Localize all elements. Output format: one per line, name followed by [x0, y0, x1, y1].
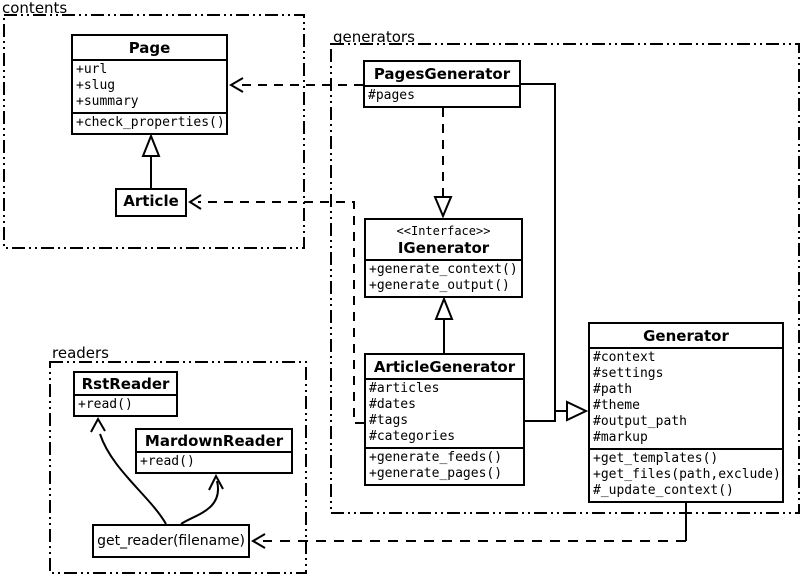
method: #_update_context(): [593, 483, 734, 498]
method: +check_properties(): [76, 115, 225, 130]
attribute: #categories: [369, 429, 456, 444]
attribute: #output_path: [593, 414, 687, 429]
method: +read(): [78, 397, 133, 412]
class-rstreader-methods: +read(): [75, 394, 176, 415]
class-markdownreader: MardownReader +read(): [135, 428, 293, 474]
class-generator-methods: +get_templates() +get_files(path,exclude…: [590, 448, 782, 501]
edge-articlegenerator-to-article-dependency: [188, 194, 364, 424]
method: +generate_output(): [369, 278, 510, 293]
attribute: #settings: [593, 366, 664, 381]
class-articlegenerator-methods: +generate_feeds() +generate_pages(): [366, 447, 523, 484]
attribute: #path: [593, 382, 633, 397]
class-pagesgenerator-name: PagesGenerator: [373, 65, 511, 83]
edge-generator-to-getreader-dependency: [251, 498, 687, 549]
class-markdownreader-name: MardownReader: [144, 432, 284, 450]
attribute: +summary: [76, 94, 139, 109]
class-page: Page +url +slug +summary +check_properti…: [71, 34, 228, 135]
method: +generate_pages(): [369, 466, 503, 481]
class-page-attributes: +url +slug +summary: [73, 59, 226, 112]
attribute: +url: [76, 62, 108, 77]
attribute: +slug: [76, 78, 116, 93]
attribute: #markup: [593, 430, 648, 445]
edge-getreader-to-markdownreader: [180, 473, 224, 525]
class-rstreader-name: RstReader: [81, 375, 170, 393]
class-pagesgenerator: PagesGenerator #pages: [363, 60, 521, 108]
class-generator-name: Generator: [643, 327, 729, 345]
method: +get_files(path,exclude): [593, 467, 781, 482]
attribute: #articles: [369, 381, 440, 396]
attribute: #dates: [369, 397, 416, 412]
attribute: #context: [593, 350, 656, 365]
edge-pagesgenerator-to-page-dependency: [229, 77, 363, 93]
package-label-generators: generators: [333, 28, 415, 46]
node-get-reader: get_reader(filename): [92, 524, 250, 558]
class-generator-attributes: #context #settings #path #theme #output_…: [590, 347, 782, 448]
class-article-name: Article: [123, 192, 179, 210]
method: +generate_context(): [369, 262, 518, 277]
class-igenerator-stereotype: <<Interface>>: [396, 224, 491, 238]
class-igenerator-name: IGenerator: [397, 239, 490, 257]
package-frame-contents: [3, 14, 305, 249]
class-generator: Generator #context #settings #path #them…: [588, 322, 784, 503]
class-markdownreader-methods: +read(): [137, 451, 291, 472]
method: +get_templates(): [593, 451, 719, 466]
attribute: #theme: [593, 398, 640, 413]
class-article: Article: [115, 188, 187, 217]
class-articlegenerator-attributes: #articles #dates #tags #categories: [366, 378, 523, 447]
class-articlegenerator-name: ArticleGenerator: [373, 358, 516, 376]
edge-pagesgenerator-to-igenerator-realization: [433, 108, 453, 219]
class-pagesgenerator-attributes: #pages: [365, 85, 519, 106]
method: +read(): [140, 454, 195, 469]
package-label-contents: contents: [2, 0, 68, 17]
package-label-readers: readers: [52, 344, 109, 362]
edge-getreader-to-rstreader: [90, 416, 167, 525]
edge-generators-to-generator-generalization: [521, 83, 589, 422]
class-igenerator: <<Interface>> IGenerator +generate_conte…: [364, 218, 523, 298]
package-frame-generators: [330, 43, 800, 514]
edge-article-to-page-generalization: [141, 133, 161, 188]
node-get-reader-label: get_reader(filename): [97, 533, 245, 549]
class-page-name: Page: [128, 39, 171, 57]
attribute: #tags: [369, 413, 409, 428]
attribute: #pages: [368, 88, 415, 103]
package-frame-readers: [49, 361, 307, 574]
class-page-methods: +check_properties(): [73, 112, 226, 133]
edge-articlegenerator-to-igenerator-generalization: [434, 296, 454, 353]
class-rstreader: RstReader +read(): [73, 371, 178, 417]
method: +generate_feeds(): [369, 450, 503, 465]
class-articlegenerator: ArticleGenerator #articles #dates #tags …: [364, 353, 525, 486]
class-igenerator-methods: +generate_context() +generate_output(): [366, 259, 521, 296]
